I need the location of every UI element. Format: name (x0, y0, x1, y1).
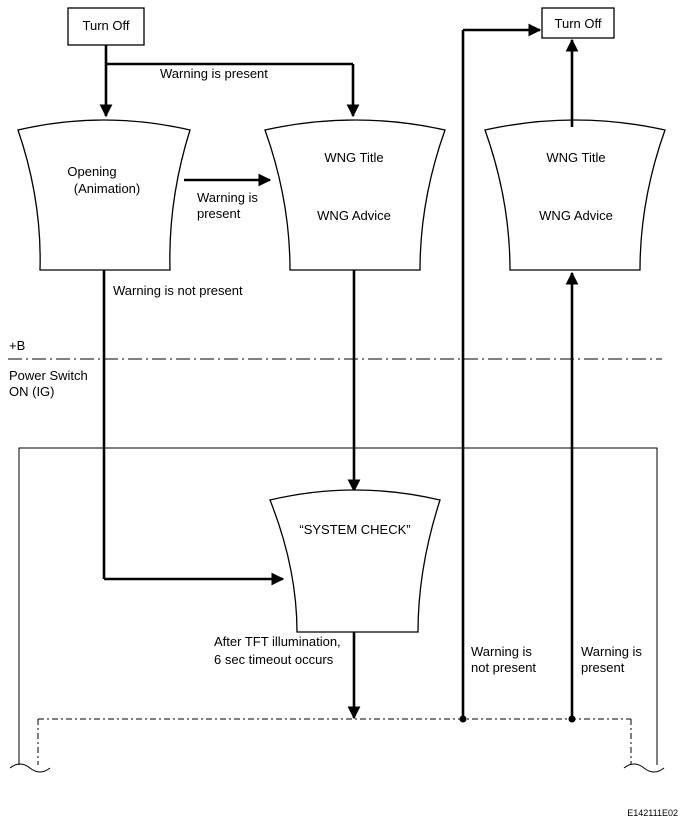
power-switch-on-label: ON (IG) (9, 384, 55, 399)
system-check-label: “SYSTEM CHECK” (299, 522, 410, 537)
turn-off-box-left (67, 7, 145, 46)
right-present-label-2: present (581, 660, 625, 675)
figure-code: E142111E02 (627, 808, 678, 818)
ig-frame (18, 447, 658, 765)
opening-animation-label: (Animation) (74, 181, 140, 196)
after-tft-label: After TFT illumination, (214, 634, 341, 649)
wng-left-title: WNG Title (324, 150, 383, 165)
wng-right-title: WNG Title (546, 150, 605, 165)
power-switch-label: Power Switch (9, 368, 88, 383)
warning-not-present-label: Warning is not present (113, 283, 243, 298)
wng-screen-right (484, 119, 666, 271)
right-not-present-label-2: not present (471, 660, 536, 675)
system-check-screen (269, 489, 441, 633)
opening-label: Opening (67, 164, 116, 179)
timeout-label: 6 sec timeout occurs (214, 652, 334, 667)
opening-screen (17, 119, 191, 271)
break-mark-right (623, 763, 665, 773)
turn-off-left-label: Turn Off (83, 18, 130, 33)
right-present-label: Warning is (581, 644, 642, 659)
warning-present-top-label: Warning is present (160, 66, 268, 81)
turn-off-box-right (541, 7, 615, 39)
turn-off-right-label: Turn Off (555, 16, 602, 31)
wng-right-advice: WNG Advice (539, 208, 613, 223)
wng-left-advice: WNG Advice (317, 208, 391, 223)
right-not-present-label: Warning is (471, 644, 532, 659)
plus-b-label: +B (9, 338, 25, 353)
warning-is-label: Warning is (197, 190, 258, 205)
present-label: present (197, 206, 241, 221)
wng-screen-left (264, 119, 446, 271)
break-mark-left (9, 763, 51, 773)
